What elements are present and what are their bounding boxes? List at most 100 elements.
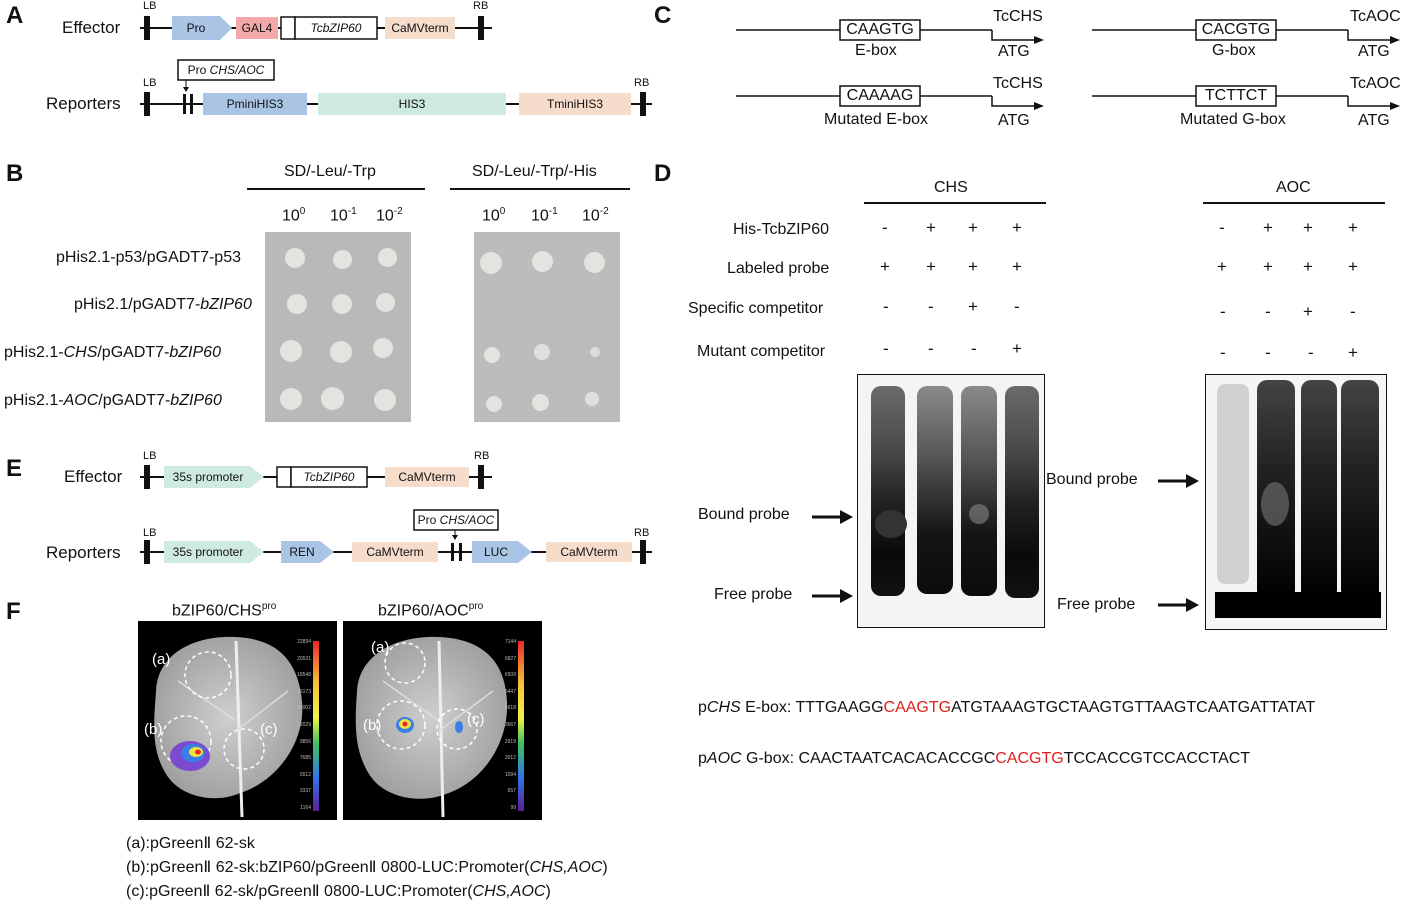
plate-sd-leu-trp-his (474, 232, 620, 422)
aoc-header: AOC (1276, 179, 1311, 196)
sign: + (1303, 218, 1313, 237)
spot-label-a-2: (a) (371, 639, 390, 656)
row-his-tcbzip60: His-TcbZIP60 (733, 221, 830, 238)
strain-row-1: pHis2.1-p53/pGADT7-p53 (56, 249, 241, 266)
chs-header: CHS (934, 179, 968, 196)
bound-probe-label-aoc: Bound probe (1046, 471, 1138, 488)
colony (378, 248, 397, 267)
sign: - (882, 218, 888, 237)
sign: - (1220, 343, 1226, 362)
spot-label-b-2: (b) (363, 717, 382, 734)
lb-label-e2: LB (143, 527, 157, 539)
atg-label-2: ATG (998, 112, 1030, 129)
sign: + (968, 218, 978, 237)
spot-label-c-2: (c) (467, 711, 485, 728)
plate-sd-leu-trp (265, 232, 411, 422)
free-probe-label-aoc: Free probe (1057, 596, 1136, 613)
dilution-2: 10-1 (330, 206, 357, 225)
construct-diagram-a (140, 16, 652, 116)
tcbzip60-box: TcbZIP60 (310, 21, 362, 35)
dilution-6: 10-2 (582, 206, 609, 225)
colony (484, 347, 500, 363)
rb-label-e2: RB (634, 527, 650, 539)
spot-label-b: (b) (144, 721, 163, 738)
tcbzip60-box-e: TcbZIP60 (303, 470, 355, 484)
sign: - (1220, 302, 1226, 321)
panel-label-c: C (654, 2, 672, 29)
aoc-gbox-sequence: pAOC G-box: CAACTAATCACACACCGCCACGTGTCCA… (698, 750, 1251, 767)
strain-row-4: pHis2.1-AOC/pGADT7-bZIP60 (4, 392, 222, 409)
free-probe-label-chs: Free probe (714, 586, 793, 603)
colony (374, 389, 396, 411)
ebox-label: E-box (855, 42, 897, 59)
mutated-ebox-seq: CAAAAG (846, 87, 914, 104)
rb-label-2: RB (634, 77, 650, 89)
colony (486, 396, 502, 412)
sign: + (926, 257, 936, 276)
atg-label-4: ATG (1358, 112, 1390, 129)
colony (321, 387, 344, 410)
colony (333, 250, 352, 269)
sign: + (1348, 343, 1358, 362)
cis-element-diagram (736, 19, 1400, 110)
leaf-title-chs: bZIP60/CHSpro (172, 601, 277, 620)
panel-label-e: E (6, 455, 23, 482)
sign: - (883, 297, 889, 316)
sign: - (928, 339, 934, 358)
dilution-1: 100 (282, 206, 306, 225)
colony (376, 293, 395, 312)
free-probe-arrow-chs (812, 589, 853, 603)
effector-label-e: Effector (64, 467, 123, 486)
bound-probe-arrow-chs (812, 510, 853, 524)
camvterm-box-e3: CaMVterm (560, 545, 618, 559)
gbox-seq: CACGTG (1201, 21, 1271, 38)
tminihis3-box: TminiHIS3 (546, 97, 603, 111)
camvterm-box-e: CaMVterm (398, 470, 456, 484)
colony (287, 294, 307, 314)
tcchs-label: TcCHS (993, 8, 1043, 25)
sign: + (968, 297, 978, 316)
panel-label-b: B (6, 160, 24, 187)
colony (532, 394, 549, 411)
emsa-gel-aoc (1205, 374, 1387, 630)
colony (532, 251, 553, 272)
panel-label-f: F (6, 598, 21, 625)
colony (373, 338, 393, 358)
rb-label: RB (473, 0, 489, 12)
colony (280, 388, 302, 410)
sign: + (1348, 257, 1358, 276)
row-specific-competitor: Specific competitor (688, 300, 824, 317)
panel-label-a: A (6, 2, 24, 29)
luc-box: LUC (483, 545, 508, 559)
header-rule-1 (247, 188, 425, 190)
sign: + (1012, 339, 1022, 358)
gal4-box: GAL4 (241, 21, 273, 35)
legend-c: (c):pGreenⅡ 62-sk/pGreenⅡ 0800-LUC:Promo… (126, 883, 551, 900)
atg-label: ATG (998, 43, 1030, 60)
tcchs-label-2: TcCHS (993, 75, 1043, 92)
aoc-rule (1203, 202, 1385, 204)
promoter-35s-box-2: 35s promoter (172, 545, 244, 559)
sd-leu-trp-his-header: SD/-Leu/-Trp/-His (472, 163, 597, 180)
colony (280, 340, 302, 362)
sign: + (1348, 218, 1358, 237)
camvterm-box-e2: CaMVterm (366, 545, 424, 559)
lb-label: LB (143, 0, 157, 12)
chs-ebox-sequence: pCHS E-box: TTTGAAGGCAAGTGATGTAAAGTGCTAA… (698, 699, 1316, 716)
pro-box: Pro (186, 21, 206, 35)
sign: - (1308, 343, 1314, 362)
dilution-3: 10-2 (376, 206, 403, 225)
sign: + (1217, 257, 1227, 276)
his3-box: HIS3 (398, 97, 426, 111)
tcaoc-label-2: TcAOC (1350, 75, 1401, 92)
pro-arrow (172, 16, 232, 40)
legend-a: (a):pGreenⅡ 62-sk (126, 835, 255, 852)
sign: + (880, 257, 890, 276)
mutated-gbox-label: Mutated G-box (1180, 111, 1286, 128)
promoter-35s-box: 35s promoter (172, 470, 244, 484)
sd-leu-trp-header: SD/-Leu/-Trp (284, 163, 376, 180)
bound-probe-label-chs: Bound probe (698, 506, 790, 523)
